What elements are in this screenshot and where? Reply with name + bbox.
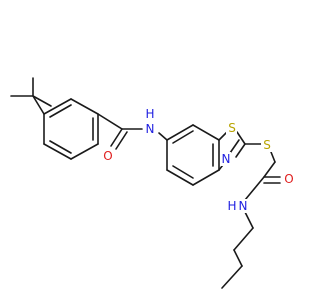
sulfur-label: S (228, 121, 236, 135)
bond-amide-n-left-to-benzothiazole (158, 132, 168, 141)
nitrogen-label: N (222, 152, 231, 166)
bond-benzene-2 (70, 98, 99, 115)
nitrogen-label: N (146, 122, 155, 136)
atom-carbonyl-oxygen-right: O (283, 172, 295, 186)
label-background (102, 149, 114, 163)
bond-butyl-3 (233, 249, 243, 267)
bond-benzene-double-3 (49, 140, 72, 154)
label-background (145, 108, 156, 121)
bond-bt-benzene-double-1 (172, 165, 194, 179)
bond-bt-benzene-5 (192, 124, 220, 141)
bond-thiazole-c-s (218, 131, 228, 141)
label-background (261, 138, 272, 152)
bond-thiazole-c2-n-1 (235, 143, 246, 158)
label-background (283, 172, 295, 186)
molecule-structure-diagram: N H O S N S O (10, 77, 295, 289)
bond-tbutyl-to-ring (32, 95, 45, 115)
nitrogen-label: N (239, 199, 248, 213)
bond-benzene-5 (43, 143, 72, 160)
bond-benzene-4 (70, 143, 99, 160)
label-background (220, 152, 231, 166)
atom-amide-nitrogen-left: N H (145, 107, 156, 136)
label-background (226, 121, 237, 135)
label-background (227, 199, 237, 213)
atom-carbonyl-oxygen-left: O (102, 149, 114, 163)
atom-thioether-sulfur: S (261, 138, 272, 152)
bond-thiazole-s-c2 (236, 131, 246, 145)
bond-benzene-1 (43, 98, 72, 115)
oxygen-label: O (103, 149, 112, 163)
bond-layer (10, 77, 281, 289)
atom-thiazole-sulfur: S (226, 121, 237, 135)
bond-tbutyl-methyl-right (32, 95, 52, 107)
bond-carbonyl-left-co-1 (110, 128, 123, 147)
bond-bt-benzene-3 (192, 169, 220, 186)
bond-butyl-4 (221, 265, 243, 289)
hydrogen-label: H (145, 107, 154, 121)
bond-butyl-1 (244, 211, 254, 229)
bond-bt-benzene-double-3 (172, 130, 194, 144)
atom-amide-nitrogen-right: N H (227, 199, 249, 213)
bond-carbonyl-right-to-amide-n (244, 176, 265, 201)
bond-ring-to-carbonyl-left (97, 113, 123, 130)
sulfur-label: S (263, 138, 271, 152)
bond-bt-benzene-2 (166, 169, 194, 186)
bond-thiazole-c2-n-2 (229, 139, 240, 154)
label-background (145, 122, 156, 136)
bond-bt-benzene-6 (166, 124, 194, 141)
bond-benzene-double-1 (49, 104, 72, 118)
bond-butyl-2 (233, 227, 254, 251)
atom-thiazole-nitrogen: N (220, 152, 231, 166)
oxygen-label: O (284, 172, 293, 186)
bond-thioether-s-to-ch2 (270, 151, 276, 163)
bond-carbonyl-left-co-2 (115, 131, 128, 150)
label-background (238, 199, 249, 213)
bond-ch2-to-carbonyl-right (263, 161, 276, 178)
atom-label-layer: N H O S N S O (102, 107, 295, 213)
hydrogen-label: H (227, 199, 236, 213)
